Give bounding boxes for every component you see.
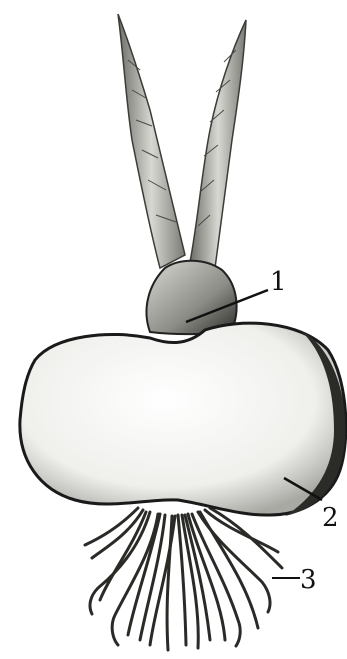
bud: [146, 261, 236, 334]
callout-3: 3: [272, 565, 317, 595]
callout-2-label: 2: [322, 503, 339, 533]
roots: [85, 508, 282, 650]
right-leaf: [190, 20, 246, 268]
sprout-leaves: [118, 14, 246, 268]
callout-3-label: 3: [300, 565, 317, 595]
left-leaf: [118, 14, 185, 268]
callout-1-label: 1: [270, 267, 287, 297]
